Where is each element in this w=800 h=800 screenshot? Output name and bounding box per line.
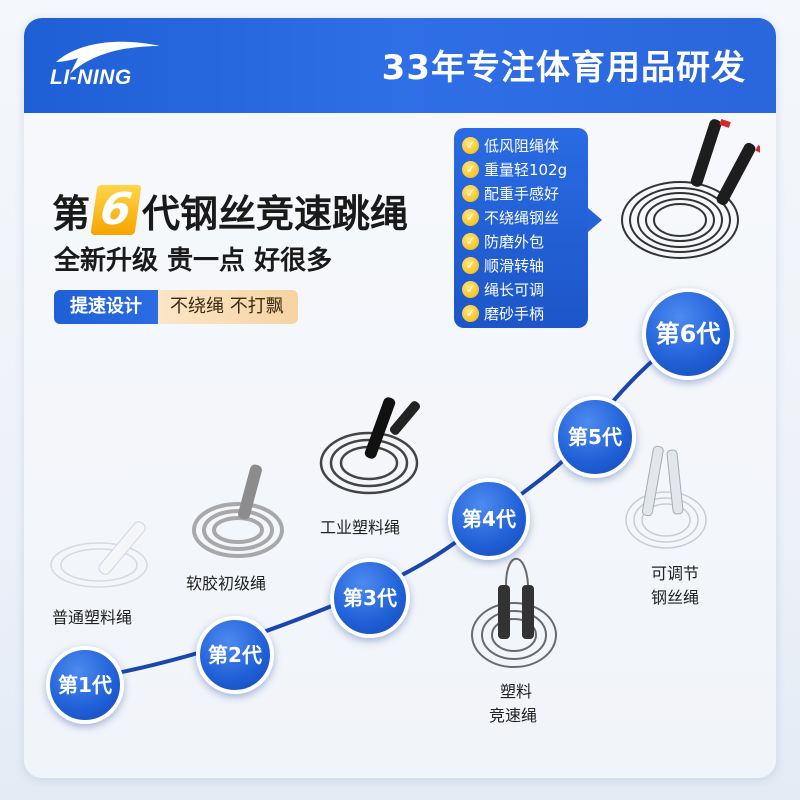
feature-item: ✓重量轻102g — [462, 158, 567, 180]
check-icon: ✓ — [462, 256, 479, 274]
check-icon: ✓ — [462, 280, 479, 298]
gen1-plastic-rope-image — [50, 521, 148, 588]
check-icon: ✓ — [462, 160, 479, 178]
gen4-speed-rope-image — [471, 557, 557, 668]
feature-list-box: ✓低风阻绳体 ✓重量轻102g ✓配重手感好 ✓不绕绳钢丝 ✓防磨外包 ✓顺滑转… — [454, 128, 602, 328]
check-icon: ✓ — [462, 136, 479, 154]
hero-title: 第 6 代钢丝竞速跳绳 — [52, 182, 408, 238]
gen2-soft-rope-image — [192, 464, 284, 558]
pill-right-label: 不绕绳 不打飘 — [158, 290, 298, 324]
title-prefix: 第 — [52, 191, 91, 236]
generation-badge-6: 第6代 — [642, 288, 734, 380]
title-suffix: 代钢丝竞速跳绳 — [142, 191, 409, 236]
gen5-product-label: 可调节 钢丝绳 — [650, 564, 699, 607]
check-icon: ✓ — [462, 304, 479, 322]
generation-badge-4: 第4代 — [448, 478, 530, 560]
header-banner: LI-NING 33年专注体育用品研发 — [24, 18, 776, 113]
feature-item: ✓配重手感好 — [462, 182, 559, 204]
generation-badge-1: 第1代 — [46, 646, 124, 724]
gen5-steel-rope-image — [625, 445, 707, 549]
hero-subtitle: 全新升级 贵一点 好很多 — [54, 246, 333, 276]
feature-item: ✓低风阻绳体 — [462, 134, 559, 156]
pill-left-label: 提速设计 — [54, 290, 158, 324]
generation-badge-3: 第3代 — [330, 558, 410, 638]
gen4-product-label: 塑料 竞速绳 — [488, 682, 537, 725]
brand-logo-text: LI-NING — [50, 66, 132, 89]
gen2-product-label: 软胶初级绳 — [186, 574, 267, 593]
li-ning-logo-icon — [56, 41, 160, 74]
check-icon: ✓ — [462, 208, 479, 226]
check-icon: ✓ — [462, 232, 479, 250]
gen1-product-label: 普通塑料绳 — [52, 608, 133, 627]
feature-item: ✓绳长可调 — [462, 278, 544, 300]
generation-badge-5: 第5代 — [554, 396, 636, 478]
gen3-industrial-rope-image — [319, 397, 421, 495]
generation-badge-2: 第2代 — [196, 616, 274, 694]
promo-card: LI-NING 33年专注体育用品研发 — [24, 18, 776, 778]
gen6-steel-rope-image — [621, 119, 760, 259]
feature-pill: 提速设计 不绕绳 不打飘 — [54, 290, 298, 324]
feature-item: ✓磨砂手柄 — [462, 302, 544, 324]
check-icon: ✓ — [462, 184, 479, 202]
feature-item: ✓顺滑转轴 — [462, 254, 544, 276]
feature-item: ✓不绕绳钢丝 — [462, 206, 559, 228]
gen3-product-label: 工业塑料绳 — [320, 518, 401, 537]
feature-item: ✓防磨外包 — [462, 230, 544, 252]
header-title: 33年专注体育用品研发 — [381, 48, 746, 88]
